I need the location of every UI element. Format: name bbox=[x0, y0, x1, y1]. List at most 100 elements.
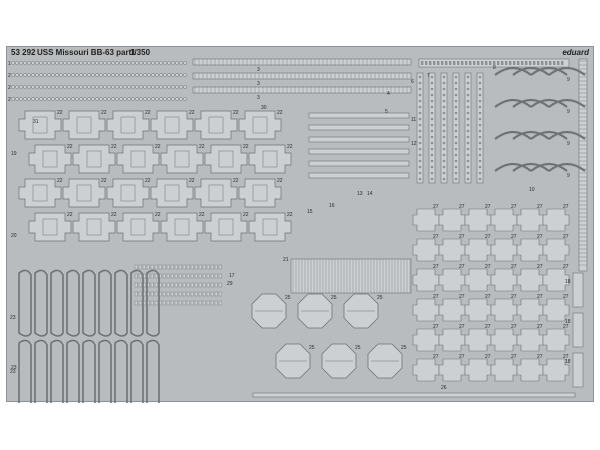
part-number-label: 3 bbox=[257, 81, 260, 87]
railing-post bbox=[182, 291, 186, 297]
brace-part bbox=[438, 328, 466, 352]
chain-link bbox=[454, 117, 458, 121]
rail-slot bbox=[465, 61, 468, 65]
part-number-label: 22 bbox=[67, 144, 73, 150]
ring-detail bbox=[115, 61, 119, 65]
rail-slot bbox=[429, 61, 432, 65]
chain-link bbox=[442, 129, 446, 133]
railing-post bbox=[150, 264, 154, 270]
chain-link bbox=[466, 159, 470, 163]
railing-post bbox=[178, 273, 182, 279]
curved-rail bbox=[494, 98, 532, 108]
catalog-number: 53 292 bbox=[11, 48, 36, 57]
ring-detail bbox=[83, 97, 87, 101]
railing-post bbox=[190, 300, 194, 306]
brace-part bbox=[438, 298, 466, 322]
chain-link bbox=[430, 165, 434, 169]
chain-link bbox=[478, 135, 482, 139]
curved-railing-frame bbox=[114, 269, 128, 337]
chain-link bbox=[478, 171, 482, 175]
ring-detail bbox=[91, 97, 95, 101]
railing-post bbox=[150, 273, 154, 279]
part-number-label: 27 bbox=[511, 204, 517, 210]
ring-detail bbox=[131, 85, 135, 89]
rail-slot bbox=[477, 61, 480, 65]
hatch-frame bbox=[130, 150, 146, 168]
chain-link bbox=[418, 141, 422, 145]
chain-link bbox=[478, 177, 482, 181]
part-number-label: 27 bbox=[459, 324, 465, 330]
part-number-label: 27 bbox=[485, 324, 491, 330]
chain-link bbox=[478, 81, 482, 85]
hatch-part bbox=[160, 212, 204, 242]
part-number-label: 22 bbox=[155, 212, 161, 218]
ring-detail bbox=[159, 61, 163, 65]
part-number-label: 27 bbox=[459, 234, 465, 240]
chain-link bbox=[418, 129, 422, 133]
railing-post bbox=[194, 273, 198, 279]
hatch-part bbox=[150, 110, 194, 140]
ring-detail bbox=[155, 61, 159, 65]
railing-post bbox=[214, 282, 218, 288]
railing-post bbox=[190, 264, 194, 270]
hatch-frame bbox=[86, 150, 102, 168]
ring-detail bbox=[171, 61, 175, 65]
chain-link bbox=[454, 129, 458, 133]
ring-detail bbox=[135, 97, 139, 101]
chain-link bbox=[442, 81, 446, 85]
railing-post bbox=[210, 291, 214, 297]
ring-detail bbox=[47, 85, 51, 89]
ring-detail bbox=[143, 73, 147, 77]
ring-detail bbox=[43, 85, 47, 89]
chain-link bbox=[478, 75, 482, 79]
ring-detail bbox=[127, 85, 131, 89]
platform-rail bbox=[308, 160, 410, 167]
part-number-label: 25 bbox=[401, 345, 407, 351]
part-number-label: 9 bbox=[567, 173, 570, 179]
rail-slot bbox=[545, 61, 548, 65]
railing-post bbox=[178, 291, 182, 297]
ring-detail bbox=[183, 97, 187, 101]
part-number-label: 27 bbox=[433, 204, 439, 210]
chain-link bbox=[466, 81, 470, 85]
curved-rail bbox=[494, 162, 532, 172]
railing-post bbox=[178, 264, 182, 270]
part-number-label: 27 bbox=[459, 294, 465, 300]
curved-rail bbox=[494, 130, 532, 140]
part-number-label: 4 bbox=[387, 91, 390, 97]
railing-post bbox=[174, 273, 178, 279]
hatch-part bbox=[72, 144, 116, 174]
curved-rail bbox=[548, 162, 586, 172]
part-number-label: 22 bbox=[199, 212, 205, 218]
ring-detail bbox=[63, 61, 67, 65]
railing-post bbox=[210, 264, 214, 270]
curved-rail bbox=[530, 162, 568, 172]
ring-detail bbox=[123, 61, 127, 65]
ring-detail bbox=[87, 61, 91, 65]
rail-slot bbox=[537, 61, 540, 65]
rail-slot bbox=[453, 61, 456, 65]
part-number-label: 5 bbox=[385, 109, 388, 115]
photo-etch-fret: 53 292 USS Missouri BB-63 part1 1/350 ed… bbox=[6, 46, 594, 403]
part-number-label: 22 bbox=[243, 212, 249, 218]
brace-part bbox=[542, 358, 570, 382]
railing-post bbox=[178, 300, 182, 306]
ring-detail bbox=[99, 73, 103, 77]
ring-detail bbox=[135, 85, 139, 89]
rail-slot bbox=[541, 61, 544, 65]
railing-post bbox=[174, 282, 178, 288]
chain-link bbox=[442, 87, 446, 91]
ring-detail bbox=[95, 97, 99, 101]
rail-slot bbox=[557, 61, 560, 65]
ring-detail bbox=[171, 85, 175, 89]
chain-link bbox=[454, 135, 458, 139]
chain-link bbox=[478, 99, 482, 103]
platform-rail bbox=[308, 112, 410, 119]
ring-detail bbox=[79, 61, 83, 65]
ring-detail bbox=[95, 61, 99, 65]
chain-link bbox=[442, 75, 446, 79]
chain-link bbox=[430, 75, 434, 79]
curved-rail bbox=[512, 66, 550, 76]
railing-post bbox=[190, 273, 194, 279]
